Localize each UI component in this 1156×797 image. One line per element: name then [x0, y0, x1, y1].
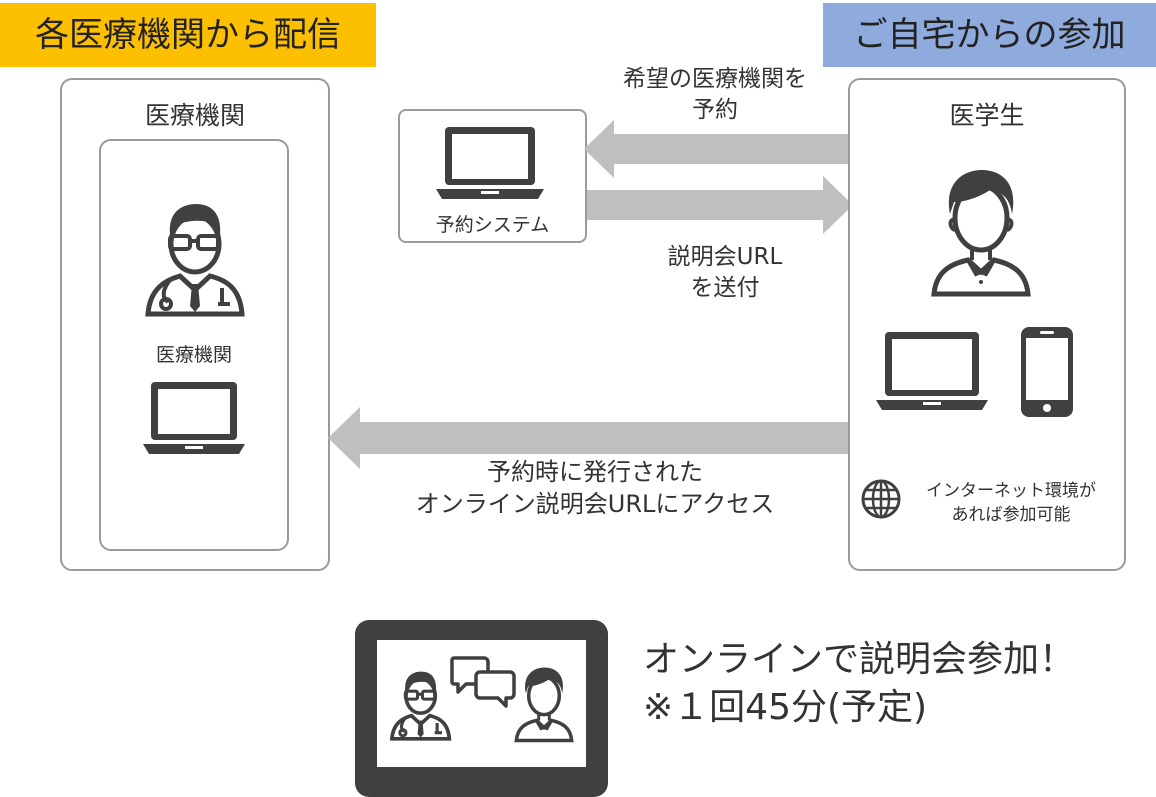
- bottom-message: オンラインで説明会参加！ ※１回45分(予定): [643, 636, 1143, 732]
- laptop-icon: [876, 330, 988, 412]
- laptop-icon: [143, 380, 245, 456]
- doctor-icon: [387, 664, 453, 744]
- send-url-arrow-label: 説明会URL を送付: [600, 242, 850, 304]
- banner-left: 各医療機関から配信: [0, 3, 376, 67]
- reserve-arrow-label: 希望の医療機関を 予約: [590, 64, 840, 126]
- access-url-arrow: [328, 407, 850, 469]
- internet-note-line1: インターネット環境が: [926, 481, 1096, 501]
- bottom-message-line1: オンラインで説明会参加！: [643, 639, 1076, 680]
- laptop-icon: [436, 125, 544, 201]
- reservation-system-label: 予約システム: [435, 214, 550, 236]
- globe-icon: [860, 478, 902, 520]
- reserve-arrow-label-line1: 希望の医療機関を: [623, 66, 807, 92]
- internet-note: インターネット環境が あれば参加可能: [906, 479, 1116, 527]
- access-url-arrow-label-line2: オンライン説明会URLにアクセス: [415, 490, 775, 518]
- send-url-arrow-label-line2: を送付: [690, 275, 760, 301]
- student-icon: [930, 168, 1032, 297]
- reserve-arrow: [584, 120, 850, 178]
- medical-student-title: 医学生: [949, 101, 1025, 130]
- chat-bubbles-icon: [450, 654, 516, 710]
- medical-institution-title: 医療機関: [144, 101, 245, 130]
- internet-note-line2: あれば参加可能: [951, 505, 1071, 525]
- send-url-arrow-label-line1: 説明会URL: [667, 244, 783, 270]
- doctor-icon: [140, 198, 248, 317]
- send-url-arrow: [587, 176, 853, 234]
- smartphone-icon: [1020, 326, 1074, 418]
- access-url-arrow-label-line1: 予約時に発行された: [487, 458, 703, 486]
- access-url-arrow-label: 予約時に発行された オンライン説明会URLにアクセス: [360, 456, 830, 520]
- student-icon: [514, 664, 574, 744]
- banner-right: ご自宅からの参加: [823, 3, 1156, 67]
- medical-institution-inner-label: 医療機関: [155, 344, 232, 366]
- reserve-arrow-label-line2: 予約: [692, 97, 738, 123]
- bottom-message-line2: ※１回45分(予定): [643, 687, 928, 728]
